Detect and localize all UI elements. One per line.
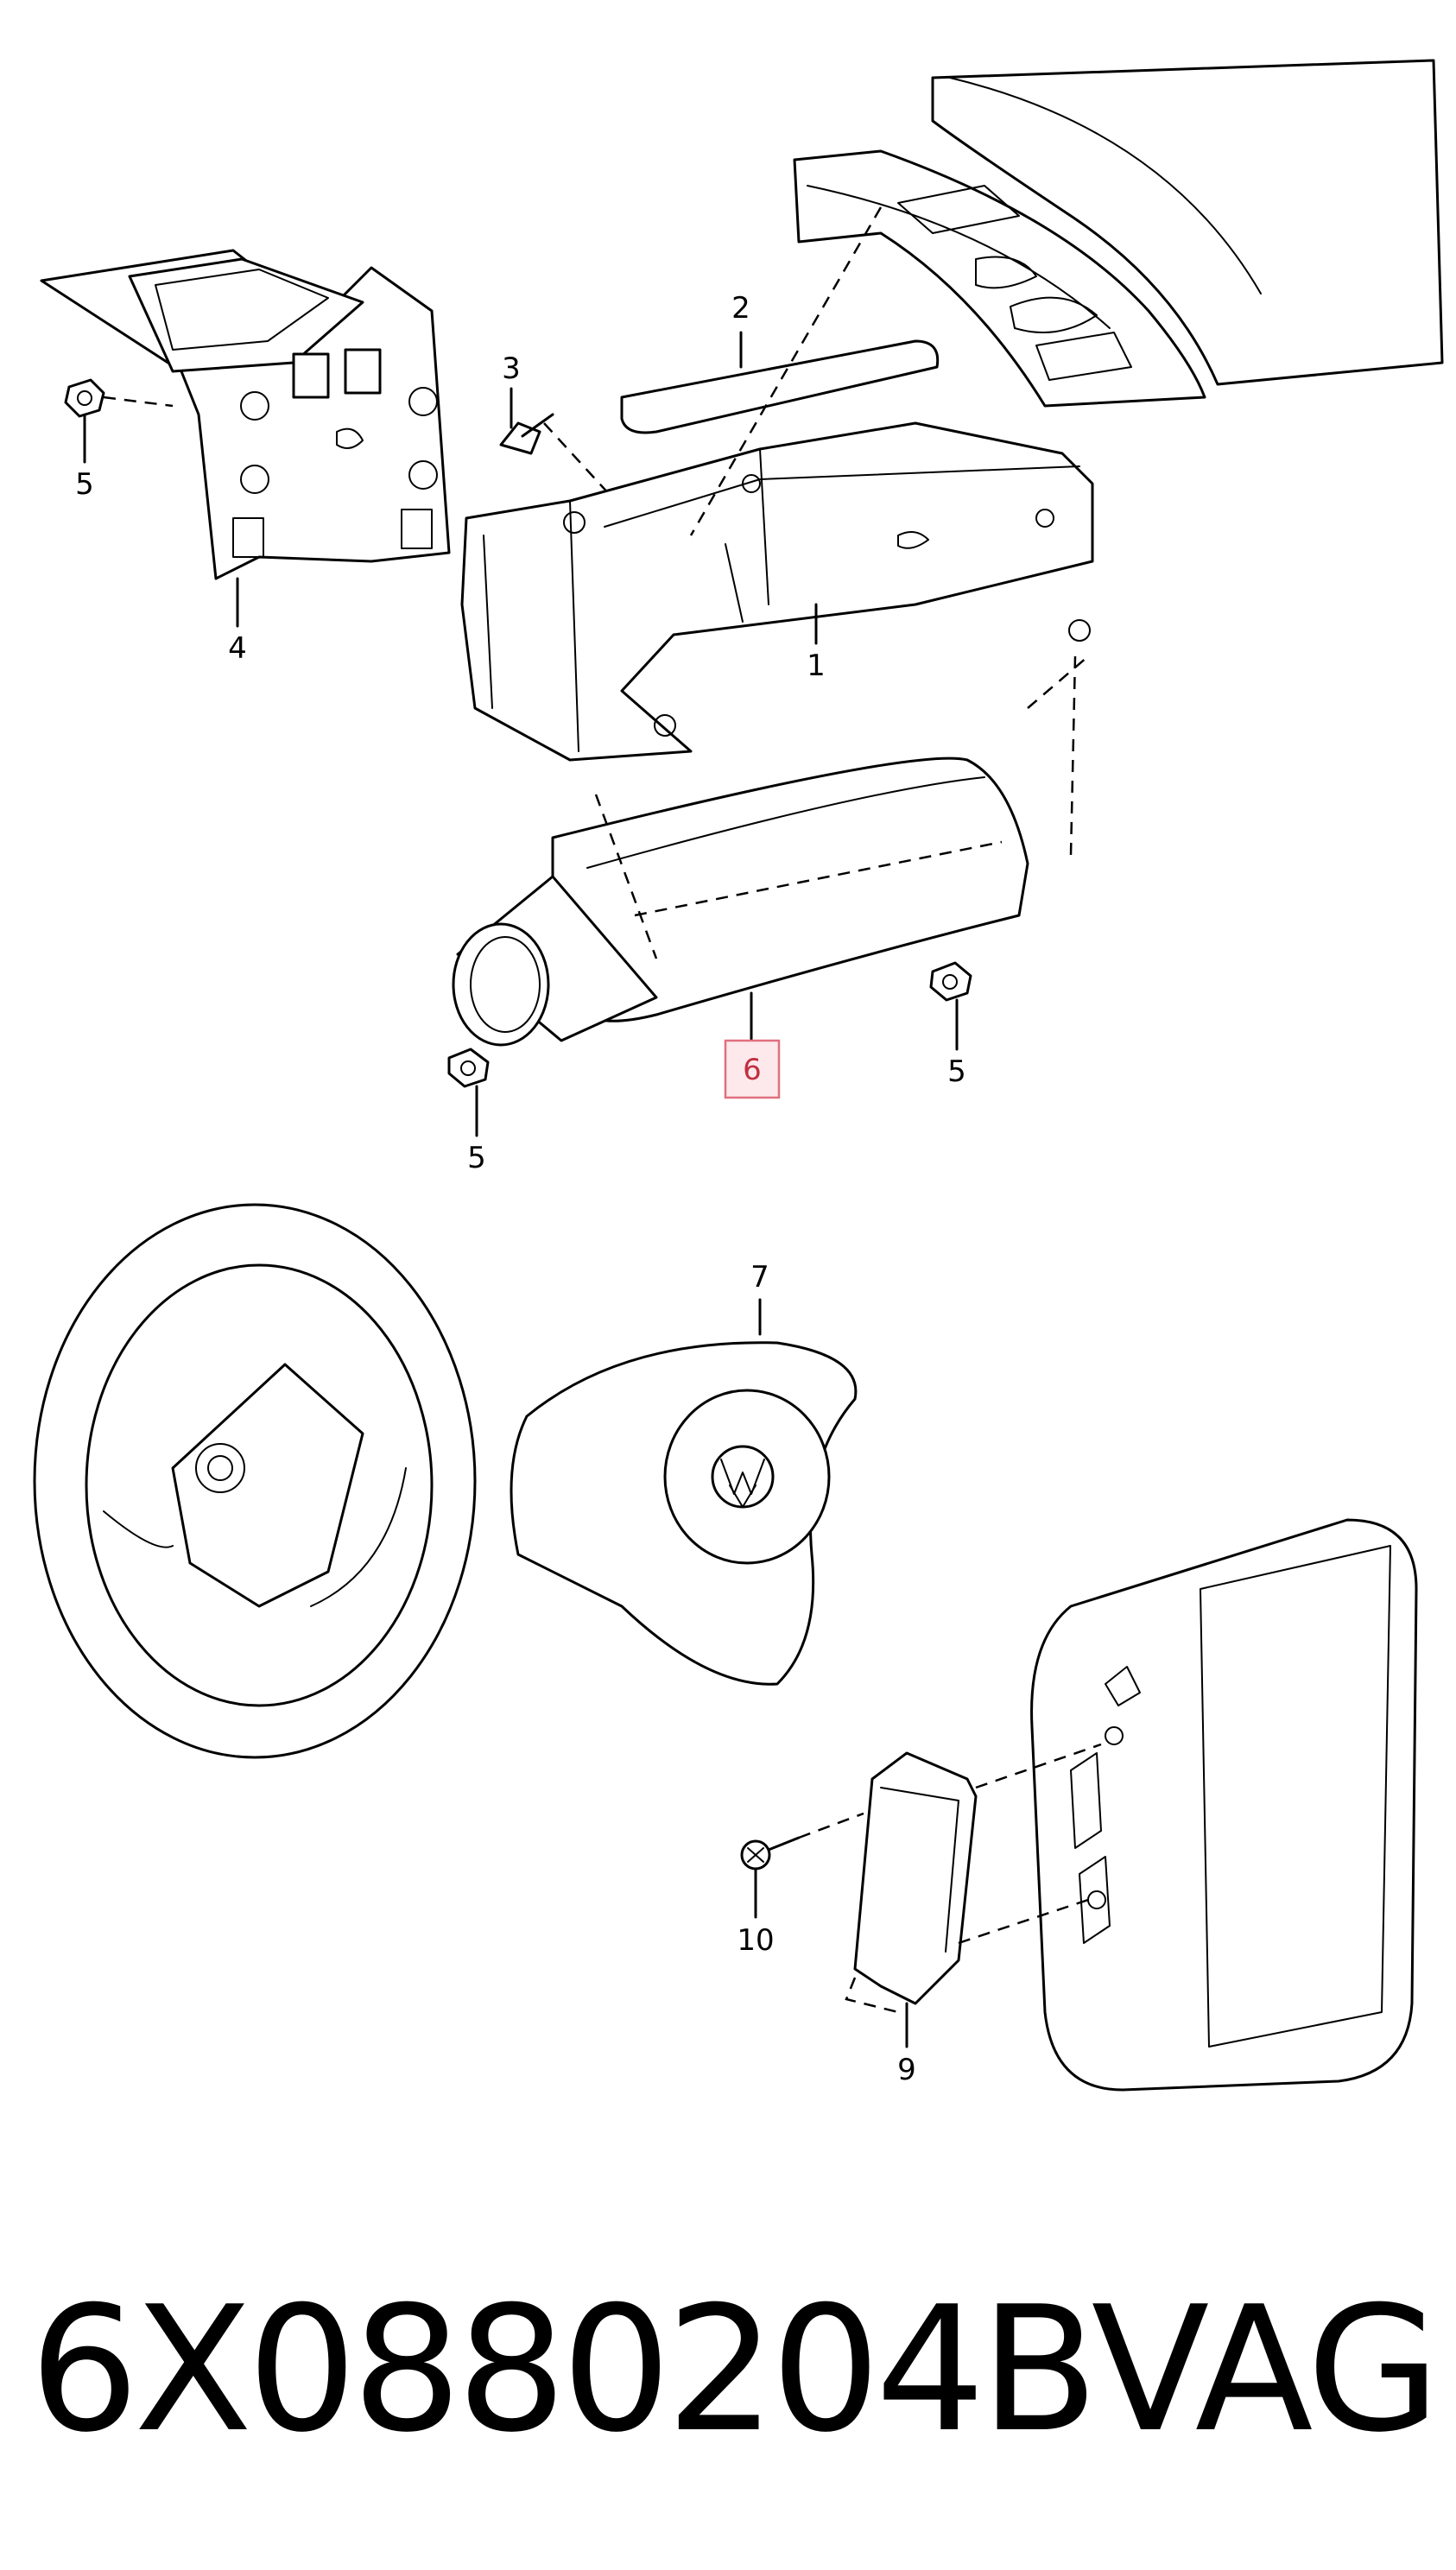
steering-wheel xyxy=(33,1203,477,1759)
leader-lines xyxy=(83,331,959,2048)
screw-10 xyxy=(740,1812,864,1871)
callout-6-highlight: 6 xyxy=(724,1039,781,1099)
callout-5b: 5 xyxy=(467,1141,486,1175)
dashboard-panel xyxy=(793,59,1444,408)
callout-5a: 5 xyxy=(75,467,94,502)
callout-6-box xyxy=(724,1039,781,1099)
part-number: 6X0880204B xyxy=(29,2269,1098,2471)
nut-5b xyxy=(447,1048,490,1088)
callout-7: 7 xyxy=(750,1260,769,1294)
footer: 6X0880204B VAG xyxy=(29,2269,1440,2471)
screw-3 xyxy=(499,413,640,528)
callout-1: 1 xyxy=(807,649,826,683)
bracket-4 xyxy=(40,249,451,580)
callout-10: 10 xyxy=(737,1923,774,1958)
callout-5c: 5 xyxy=(947,1054,966,1089)
cover-strip-2 xyxy=(620,339,940,434)
callout-2: 2 xyxy=(731,291,750,326)
callout-6: 6 xyxy=(743,1053,762,1087)
callout-9: 9 xyxy=(897,2053,916,2087)
nut-5c xyxy=(929,961,972,1002)
callout-4: 4 xyxy=(228,631,247,666)
side-airbag-9 xyxy=(845,1743,1102,2014)
nut-5a xyxy=(64,378,174,418)
airbag-module-6 xyxy=(452,655,1089,1047)
bracket-1 xyxy=(460,206,1094,762)
seat-back xyxy=(1030,1518,1418,2092)
brand-label: VAG xyxy=(1091,2269,1440,2471)
callout-3: 3 xyxy=(502,351,521,386)
driver-airbag-7 xyxy=(510,1341,858,1686)
